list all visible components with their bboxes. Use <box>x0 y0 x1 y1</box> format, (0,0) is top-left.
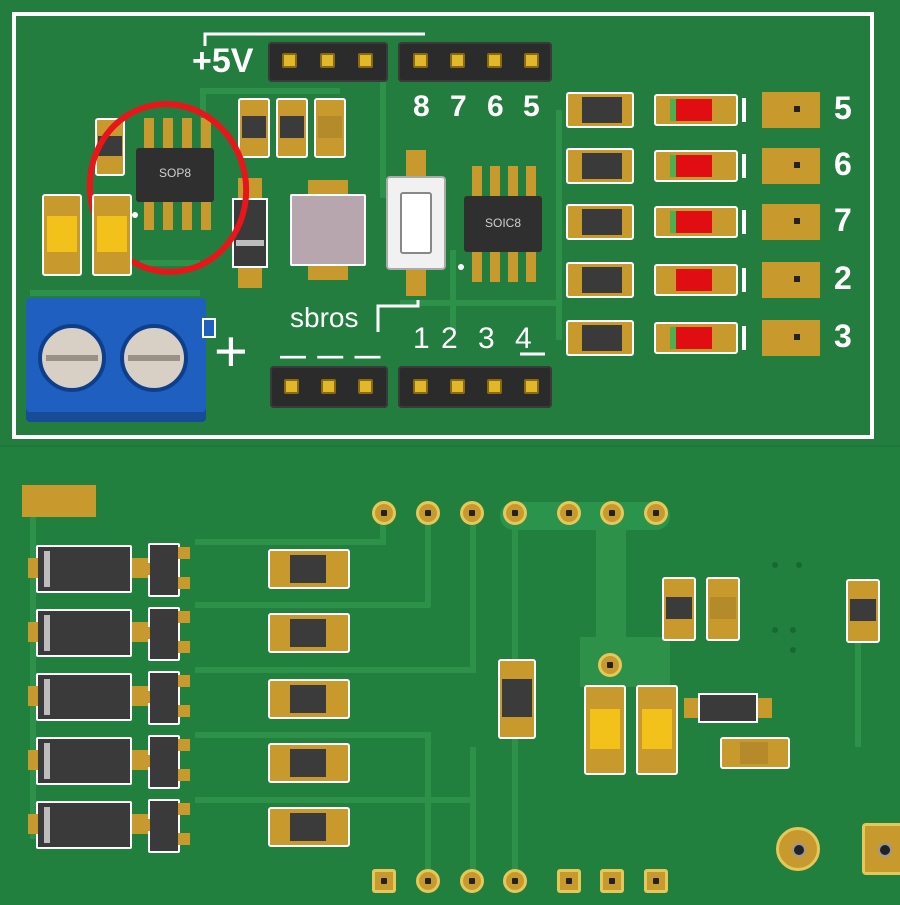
minus-marks: — — — <box>280 340 383 370</box>
via <box>460 501 484 525</box>
plus-5v-label: +5V <box>192 42 254 80</box>
smd-resistor <box>846 579 880 643</box>
output-number-3: 3 <box>834 318 852 354</box>
output-row-5 <box>566 92 876 128</box>
sop8-label: SOP8 <box>158 166 191 180</box>
smd-diode <box>28 673 152 721</box>
output-number-6: 6 <box>834 146 852 182</box>
header-number-4: 4 <box>515 322 532 355</box>
smd-diode <box>28 801 152 849</box>
terminal-pad <box>862 823 900 875</box>
smd-resistor <box>498 659 536 739</box>
via <box>600 501 624 525</box>
screw-icon <box>38 324 106 392</box>
output-row-2 <box>566 262 876 298</box>
screw-icon <box>120 324 188 392</box>
power-inductor <box>290 180 366 280</box>
tantalum-capacitor <box>42 194 82 276</box>
output-number-2: 2 <box>834 260 852 296</box>
smd-resistor <box>268 807 350 847</box>
highlight-circle <box>86 101 250 275</box>
via <box>416 869 440 893</box>
pad <box>22 485 96 517</box>
tantalum-capacitor <box>636 685 678 775</box>
via <box>600 869 624 893</box>
output-number-7: 7 <box>834 202 852 238</box>
via <box>557 869 581 893</box>
reset-label: sbros <box>290 302 359 333</box>
smd-resistor <box>95 118 125 176</box>
sot23-transistor <box>138 799 190 853</box>
via <box>503 501 527 525</box>
smd-resistor <box>268 743 350 783</box>
smd-diode <box>28 609 152 657</box>
header-number-1: 1 <box>413 322 430 355</box>
smd-capacitor <box>720 737 790 769</box>
via <box>372 501 396 525</box>
via <box>372 869 396 893</box>
header-number-3: 3 <box>478 322 495 355</box>
smd-diode <box>28 737 152 785</box>
soic8-chip: SOIC8 <box>464 166 544 282</box>
via <box>598 653 622 677</box>
tantalum-capacitor <box>92 194 132 276</box>
smd-diode <box>28 545 152 593</box>
smd-resistor <box>268 549 350 589</box>
smd-capacitor <box>706 577 740 641</box>
output-row-3 <box>566 320 876 356</box>
lower-left-header <box>270 366 388 408</box>
header-number-5: 5 <box>523 90 540 123</box>
top-board: +5V 8 7 6 5 <box>0 0 900 445</box>
plus-sign: + <box>214 319 248 384</box>
output-row-7 <box>566 204 876 240</box>
via <box>416 501 440 525</box>
smd-resistor <box>268 679 350 719</box>
header-number-2: 2 <box>441 322 458 355</box>
sot23-transistor <box>138 671 190 725</box>
smd-capacitor <box>314 98 346 158</box>
sot23-transistor <box>138 543 190 597</box>
via <box>644 869 668 893</box>
board-outline <box>12 12 874 439</box>
bottom-board <box>0 447 900 905</box>
reset-button[interactable] <box>386 150 446 296</box>
smd-resistor <box>276 98 308 158</box>
header-number-8: 8 <box>413 90 430 123</box>
upper-left-header <box>268 42 388 82</box>
header-number-7: 7 <box>450 90 467 123</box>
sot23-transistor <box>138 607 190 661</box>
via <box>644 501 668 525</box>
screw-terminal-block <box>26 298 216 422</box>
smd-diode <box>684 693 772 723</box>
via <box>460 869 484 893</box>
upper-right-header <box>398 42 552 82</box>
smd-resistor <box>268 613 350 653</box>
output-row-6 <box>566 148 876 184</box>
soic8-label: SOIC8 <box>484 216 521 230</box>
tantalum-capacitor <box>584 685 626 775</box>
sop8-chip: SOP8 <box>136 118 216 230</box>
smd-resistor <box>662 577 696 641</box>
lower-right-header <box>398 366 552 408</box>
sot23-transistor <box>138 735 190 789</box>
smd-resistor <box>238 98 270 158</box>
header-number-6: 6 <box>487 90 504 123</box>
terminal-pad <box>776 827 820 871</box>
via <box>557 501 581 525</box>
output-number-5: 5 <box>834 90 852 126</box>
via <box>503 869 527 893</box>
